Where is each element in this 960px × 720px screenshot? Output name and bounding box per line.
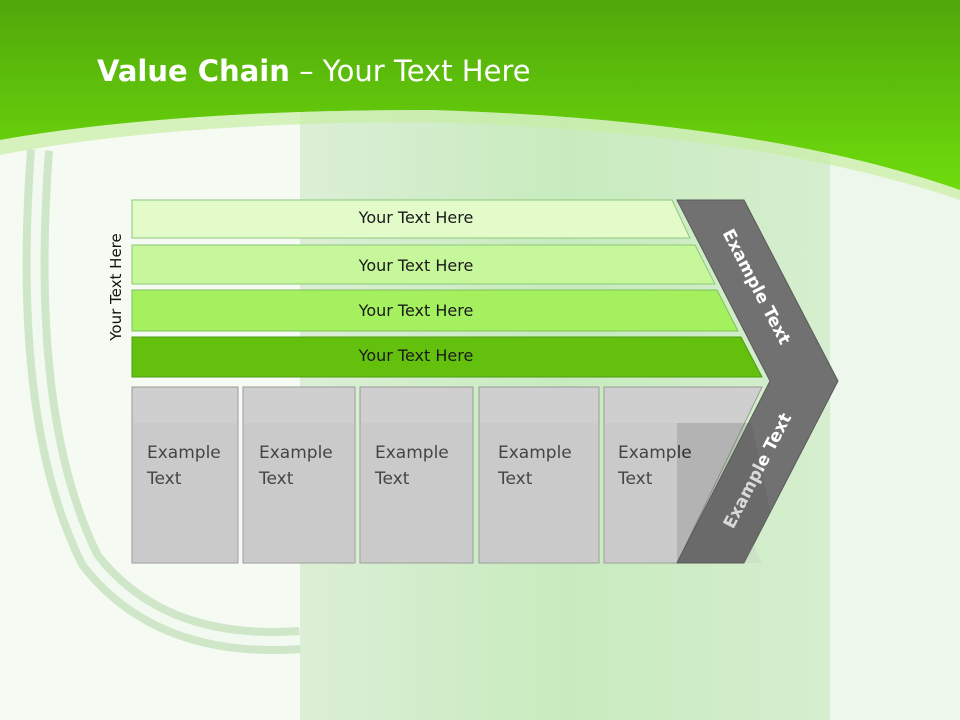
box-label-4: Example Text (498, 443, 572, 489)
band-label-3: Your Text Here (358, 301, 474, 320)
box-label-2: Example Text (259, 443, 333, 489)
band-shape-1 (131, 199, 691, 239)
box-shape-1 (131, 386, 239, 564)
box-label-5: Example Text (618, 443, 692, 489)
band-label-1: Your Text Here (358, 208, 474, 227)
box-shape-2 (242, 386, 356, 564)
box-shape-4 (478, 386, 600, 564)
band-shape-3 (131, 289, 739, 332)
box-label-3: Example Text (375, 443, 449, 489)
chevron-shape (676, 199, 839, 564)
band-label-4: Your Text Here (358, 346, 474, 365)
title-rest: – Your Text Here (289, 54, 531, 88)
title-bold: Value Chain (97, 54, 290, 88)
slide-title: Value Chain – Your Text Here (97, 54, 531, 88)
band-shape-2 (131, 244, 716, 285)
header-band (0, 0, 960, 190)
band-shape-4 (131, 336, 763, 378)
box-label-1: Example Text (147, 443, 221, 489)
band-label-2: Your Text Here (358, 256, 474, 275)
box-shape-3 (359, 386, 474, 564)
